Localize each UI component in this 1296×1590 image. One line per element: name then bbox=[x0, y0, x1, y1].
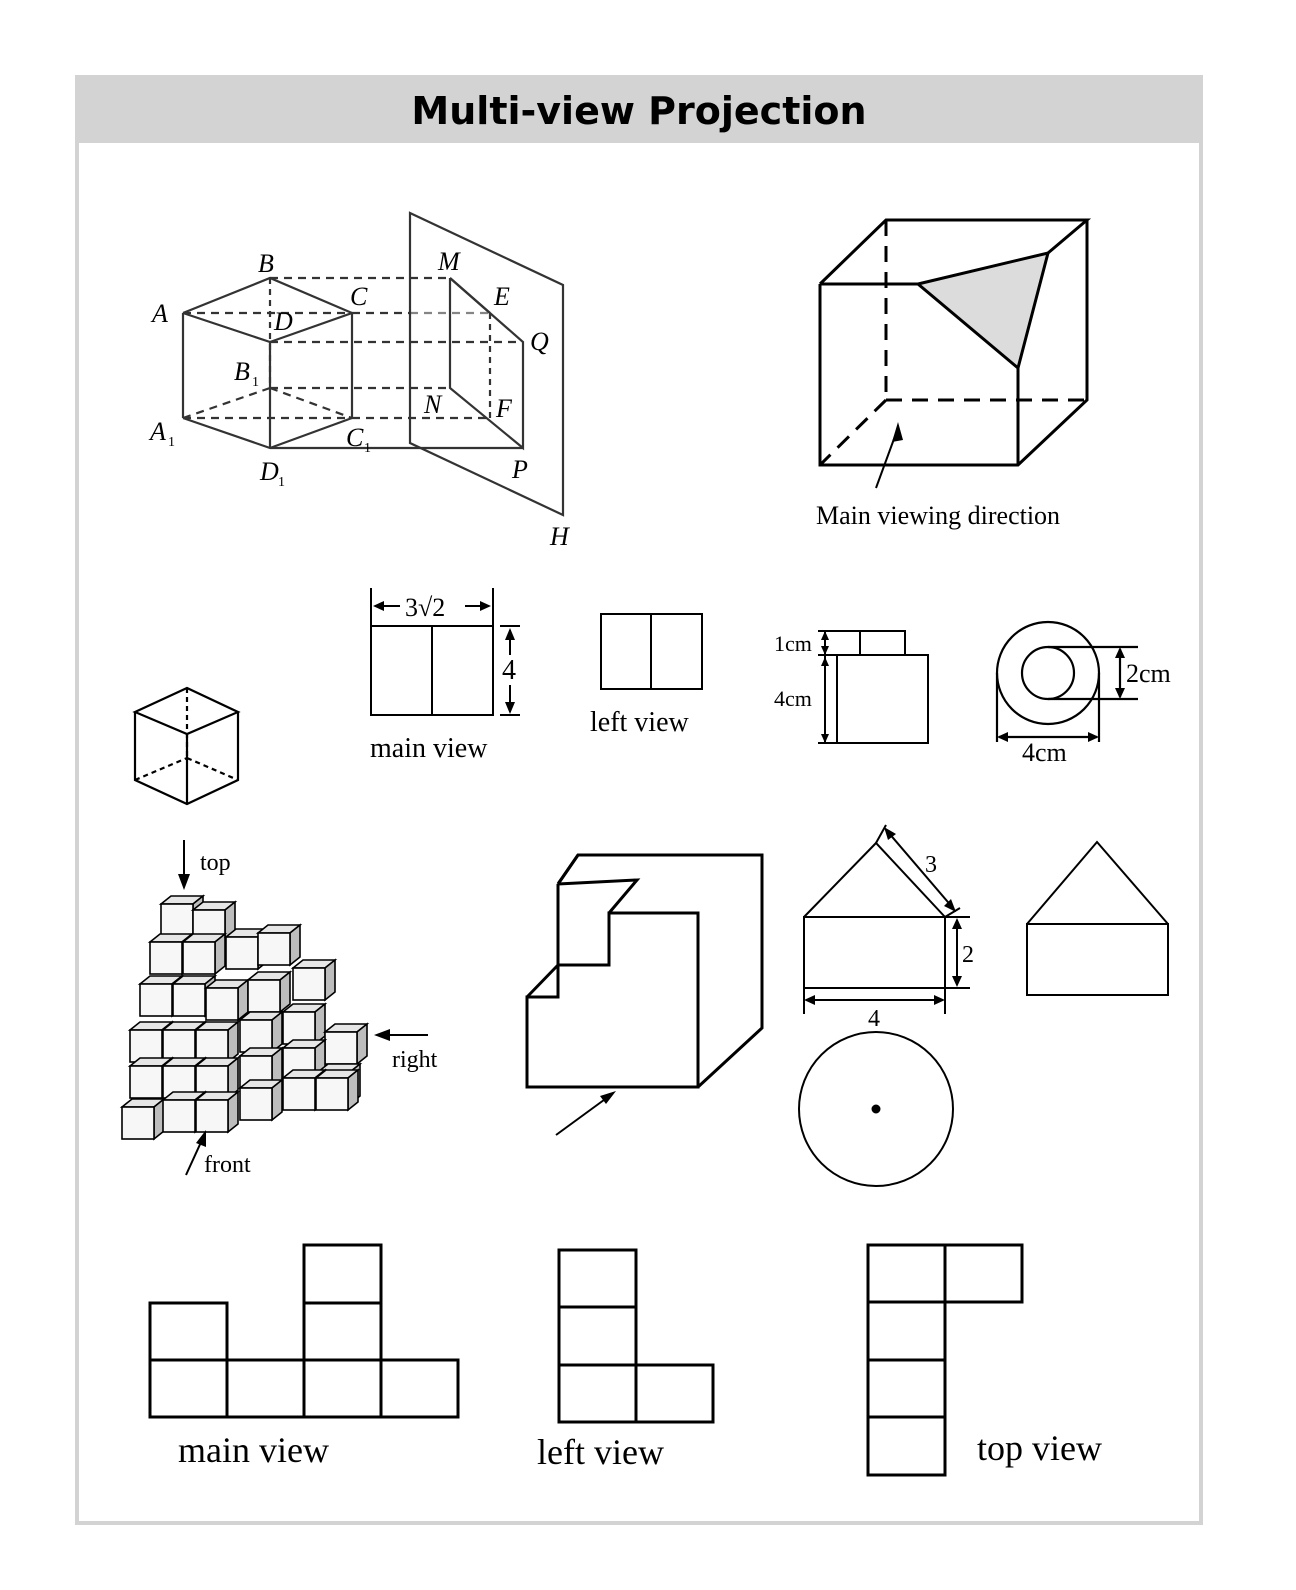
stack-cube bbox=[203, 978, 251, 1022]
main-left-views bbox=[370, 588, 703, 716]
grid-main-view bbox=[148, 1243, 460, 1419]
label-Q: Q bbox=[530, 327, 549, 356]
dim-4cm-ring: 4cm bbox=[1022, 738, 1067, 767]
title-bar: Multi-view Projection bbox=[79, 79, 1199, 143]
dim-4cm: 4cm bbox=[774, 686, 812, 711]
ring-view bbox=[995, 620, 1138, 742]
stack-cube bbox=[255, 923, 303, 967]
dim-2: 2 bbox=[962, 942, 974, 968]
stack-cube bbox=[193, 1020, 241, 1064]
small-cube bbox=[132, 686, 241, 806]
label-top: top bbox=[200, 850, 231, 876]
label-C1: C bbox=[346, 423, 364, 452]
stack-cube bbox=[313, 1068, 361, 1112]
cut-face bbox=[914, 250, 1051, 371]
cube-stack-arrows bbox=[178, 840, 428, 1176]
label-D: D bbox=[273, 307, 293, 336]
grid-top-view bbox=[866, 1243, 1024, 1477]
stack-cube bbox=[193, 1090, 241, 1134]
stack-cube bbox=[290, 958, 338, 1002]
label-right: right bbox=[392, 1047, 438, 1073]
grid-main-caption: main view bbox=[178, 1430, 329, 1470]
label-E: E bbox=[493, 282, 510, 311]
left-view-caption: left view bbox=[590, 707, 690, 738]
label-A1-sub: 1 bbox=[168, 435, 175, 450]
projection-plane bbox=[408, 211, 565, 517]
grid-left-view bbox=[557, 1248, 715, 1424]
stack-cube bbox=[322, 1022, 370, 1066]
label-C1-sub: 1 bbox=[364, 441, 371, 456]
stack-cube bbox=[245, 970, 293, 1014]
hex-prism-labels: B M A C D E Q B 1 A 1 C 1 D 1 N F P H bbox=[148, 247, 570, 551]
stacked-cubes bbox=[119, 894, 370, 1141]
stack-cube bbox=[237, 1078, 285, 1122]
label-A: A bbox=[150, 299, 168, 328]
label-P: P bbox=[511, 455, 528, 484]
label-C: C bbox=[350, 282, 368, 311]
label-D1: D bbox=[259, 457, 279, 486]
label-B: B bbox=[258, 249, 274, 278]
label-F: F bbox=[495, 394, 513, 423]
stack-cube bbox=[119, 1097, 167, 1141]
cut-cube bbox=[818, 218, 1092, 489]
label-B1: B bbox=[234, 357, 250, 386]
house-views bbox=[798, 824, 1169, 1187]
label-A1: A bbox=[148, 417, 166, 446]
dim-4: 4 bbox=[868, 1006, 880, 1032]
stack-cube bbox=[280, 1002, 328, 1046]
main-view-caption: main view bbox=[370, 733, 488, 764]
dim-side: 4 bbox=[502, 655, 516, 686]
top-face bbox=[182, 276, 356, 344]
grid-left-caption: left view bbox=[537, 1432, 664, 1472]
grid-top-caption: top view bbox=[977, 1428, 1102, 1468]
stacked-box-views bbox=[818, 630, 929, 744]
dim-1cm: 1cm bbox=[774, 631, 812, 656]
stack-cube bbox=[237, 1010, 285, 1054]
label-N: N bbox=[423, 390, 443, 419]
step-solid bbox=[525, 853, 764, 1136]
cube-cut-caption: Main viewing direction bbox=[816, 501, 1060, 530]
dim-2cm: 2cm bbox=[1126, 659, 1171, 688]
hex-prism-projection bbox=[181, 211, 565, 517]
dim-3: 3 bbox=[925, 852, 937, 878]
dim-top: 3√2 bbox=[405, 593, 445, 622]
label-front: front bbox=[204, 1152, 251, 1178]
label-M: M bbox=[437, 247, 461, 276]
page-title: Multi-view Projection bbox=[411, 89, 867, 133]
stack-cube bbox=[180, 932, 228, 976]
label-H: H bbox=[549, 522, 570, 551]
label-B1-sub: 1 bbox=[252, 375, 259, 390]
label-D1-sub: 1 bbox=[278, 475, 285, 490]
